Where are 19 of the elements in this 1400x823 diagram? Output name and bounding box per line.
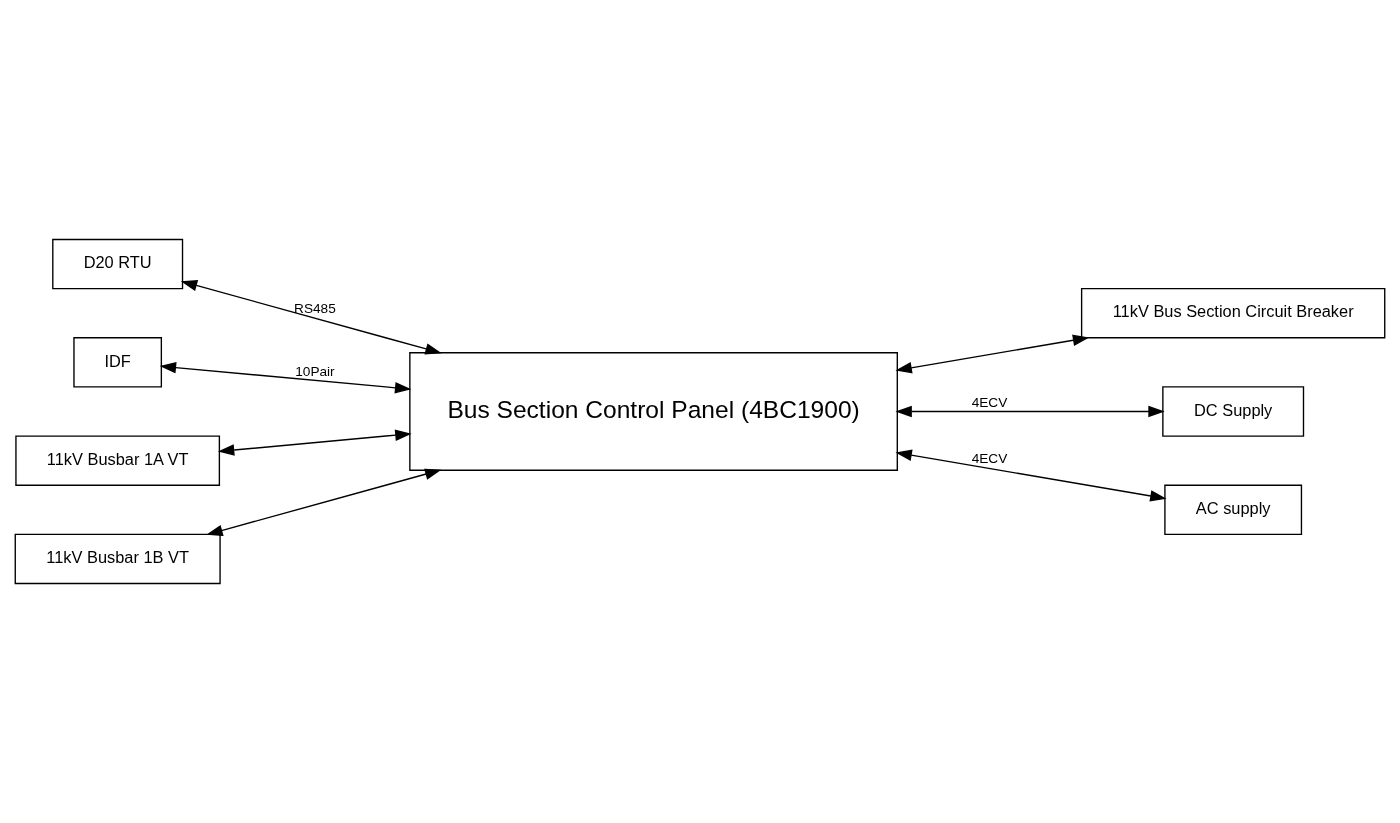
node-box: D20 RTU	[52, 238, 184, 290]
node-box: IDF	[73, 337, 163, 388]
node-box: 11kV Busbar 1A VT	[15, 435, 221, 486]
node-box: DC Supply	[1162, 386, 1305, 437]
arrow	[217, 429, 412, 456]
arrow	[895, 405, 1165, 418]
node-box: Bus Section Control Panel (4BC1900)	[409, 352, 898, 471]
edge-label: 4ECV	[971, 395, 1008, 411]
edge-label: RS485	[294, 301, 336, 317]
edge-label: 4ECV	[971, 451, 1008, 467]
node-box: 11kV Bus Section Circuit Breaker	[1080, 287, 1386, 339]
edge-label: 10Pair	[295, 364, 335, 379]
node-box: AC supply	[1164, 484, 1303, 536]
node-box: 11kV Busbar 1B VT	[14, 533, 221, 585]
arrow	[895, 449, 1167, 502]
arrow	[180, 279, 442, 355]
arrow	[159, 361, 412, 394]
arrow	[895, 334, 1090, 374]
arrow	[206, 468, 442, 536]
